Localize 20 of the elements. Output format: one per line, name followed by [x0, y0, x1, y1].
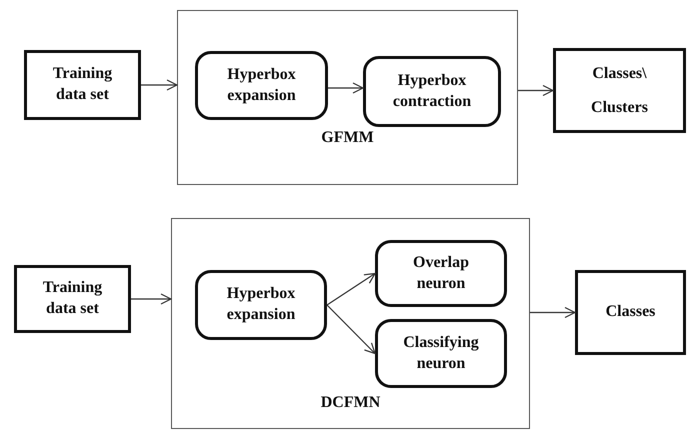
process-box: Hyperbox expansion: [195, 270, 327, 340]
process-box: Hyperbox expansion: [195, 51, 328, 120]
group-frame: [171, 218, 530, 429]
arrow: [131, 293, 172, 305]
data-box: Classes: [575, 270, 686, 355]
group-title: DCFMN: [320, 394, 382, 412]
group-frame: [177, 10, 518, 185]
arrow: [518, 84, 554, 96]
process-box: Overlap neuron: [375, 240, 507, 307]
process-box: Classifying neuron: [375, 319, 507, 388]
group-title: GFMM: [320, 129, 375, 147]
arrow: [530, 306, 576, 318]
process-box: Hyperbox contraction: [363, 56, 501, 127]
arrow: [328, 82, 364, 94]
arrow: [326, 304, 376, 354]
arrow: [141, 79, 178, 91]
data-box: Training data set: [24, 50, 141, 120]
arrow: [326, 272, 376, 306]
data-box: Classes\ Clusters: [553, 48, 686, 133]
data-box: Training data set: [14, 265, 131, 333]
